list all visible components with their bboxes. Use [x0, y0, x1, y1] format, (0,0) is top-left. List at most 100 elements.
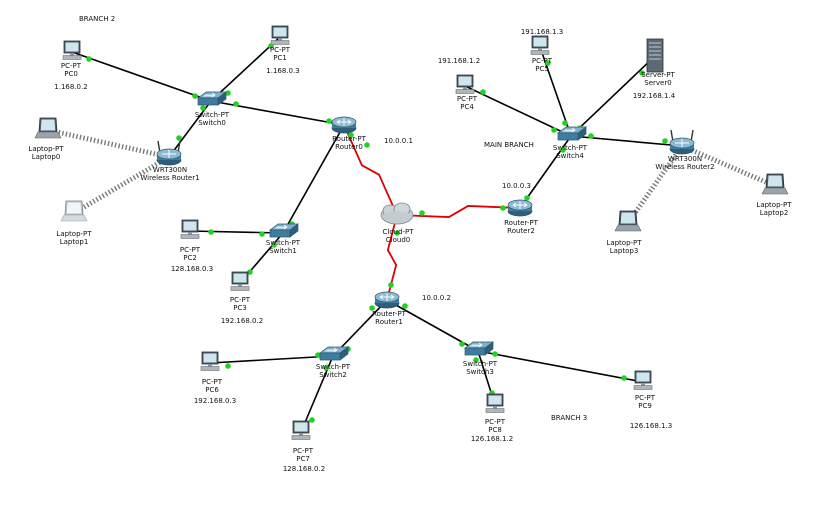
pc4-name-label: PC4	[460, 103, 474, 111]
laptop0-type-label: Laptop-PT	[28, 145, 64, 153]
laptop3-type-label: Laptop-PT	[606, 239, 642, 247]
link-switch0-router0[interactable]	[210, 100, 345, 126]
port-dot-pc9	[621, 375, 627, 381]
switch3-name-label: Switch3	[466, 368, 494, 376]
link-wr2-laptop2[interactable]	[681, 143, 776, 189]
link-switch1-pc2[interactable]	[189, 230, 284, 234]
pc-device-icon	[633, 370, 653, 390]
port-dot-router1	[388, 282, 394, 288]
pc9-type-label: PC-PT	[635, 394, 656, 402]
server0-ip-label: 192.168.1.4	[633, 92, 676, 100]
port-dot-router2	[524, 195, 530, 201]
link-router0-cloud0[interactable]	[343, 124, 398, 216]
pc9-ip-label: 126.168.1.3	[630, 422, 672, 430]
pc-device-icon	[230, 271, 250, 291]
router1-type-label: Router-PT	[372, 310, 406, 318]
pc3-ip-label: 192.168.0.2	[221, 317, 263, 325]
wr2-type-label: WRT300N	[668, 155, 702, 163]
link-pc0-switch0[interactable]	[71, 51, 212, 102]
pc6-ip-label: 192.168.0.3	[194, 397, 236, 405]
router1-name-label: Router1	[375, 318, 403, 326]
laptop3-name-label: Laptop3	[610, 247, 639, 255]
router0-type-label: Router-PT	[332, 135, 366, 143]
port-dot-switch2	[315, 352, 321, 358]
router-device-icon	[374, 291, 400, 309]
server0-name-label: Server0	[644, 79, 671, 87]
switch4-name-label: Switch4	[556, 152, 584, 160]
pc5-ip-label: 191.168.1.3	[521, 28, 563, 36]
link-cloud0-router2[interactable]	[396, 205, 521, 218]
pc0-ip-label: 1.168.0.2	[54, 83, 87, 91]
switch3-type-label: Switch-PT	[463, 360, 498, 368]
switch2-type-label: Switch-PT	[316, 363, 351, 371]
area-label-branch3: BRANCH 3	[551, 414, 587, 422]
link-switch2-pc6[interactable]	[209, 355, 334, 364]
laptop0-name-label: Laptop0	[32, 153, 61, 161]
port-dot-switch4	[588, 133, 594, 139]
link-switch4-server0[interactable]	[570, 55, 656, 137]
router0-ip-label: 10.0.0.1	[384, 137, 413, 145]
port-dot-switch0	[192, 93, 198, 99]
cloud0-type-label: Cloud-PT	[382, 228, 414, 236]
link-wr1-laptop1[interactable]	[72, 154, 171, 216]
pc1-ip-label: 1.168.0.3	[266, 67, 299, 75]
pc8-ip-label: 126.168.1.2	[471, 435, 513, 443]
link-switch3-pc9[interactable]	[477, 350, 644, 383]
link-wr2-laptop3[interactable]	[625, 144, 685, 225]
router0-name-label: Router0	[335, 143, 363, 151]
port-dot-pc0	[86, 56, 92, 62]
port-dot-switch1	[271, 242, 277, 248]
pc-device-icon	[455, 74, 475, 94]
port-dot-switch1	[259, 231, 265, 237]
pc2-ip-label: 128.168.0.3	[171, 265, 213, 273]
port-dot-router0	[326, 118, 332, 124]
port-dot-wr1	[176, 135, 182, 141]
pc5-name-label: PC5	[535, 65, 549, 73]
link-wr1-laptop0[interactable]	[47, 127, 170, 160]
pc1-type-label: PC-PT	[270, 46, 291, 54]
switch1-name-label: Switch1	[269, 247, 297, 255]
router2-type-label: Router-PT	[504, 219, 538, 227]
port-dot-cloud0	[419, 210, 425, 216]
laptop-device-icon	[761, 173, 789, 195]
pc5-type-label: PC-PT	[532, 57, 553, 65]
switch-device-icon	[557, 126, 587, 141]
link-router0-switch1[interactable]	[282, 124, 345, 234]
laptop2-name-label: Laptop2	[760, 209, 789, 217]
link-pc1-switch0[interactable]	[210, 36, 281, 102]
server0-type-label: Server-PT	[641, 71, 675, 79]
pc-device-icon	[180, 219, 200, 239]
switch0-name-label: Switch0	[198, 119, 226, 127]
pc-device-icon	[270, 25, 290, 45]
port-dot-switch0	[233, 101, 239, 107]
